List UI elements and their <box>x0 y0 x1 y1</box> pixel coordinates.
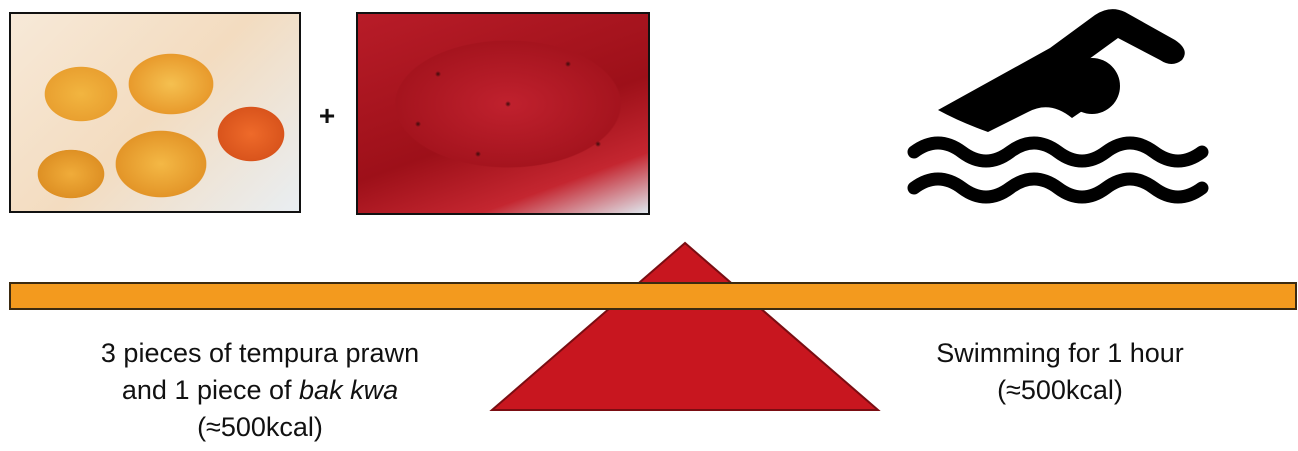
seesaw-beam <box>9 282 1297 310</box>
swimmer-icon <box>900 0 1210 215</box>
exercise-caption: Swimming for 1 hour (≈500kcal) <box>880 335 1240 409</box>
food-caption-line1: 3 pieces of tempura prawn <box>40 335 480 372</box>
food-caption-line2: and 1 piece of bak kwa <box>40 372 480 409</box>
tempura-prawn-image <box>9 12 301 213</box>
food-caption-line2-text: and 1 piece of <box>122 375 299 405</box>
exercise-caption-kcal: (≈500kcal) <box>880 372 1240 409</box>
plus-sign: + <box>315 100 339 132</box>
bak-kwa-image <box>356 12 650 215</box>
bak-kwa-term: bak kwa <box>299 375 398 405</box>
food-caption-kcal: (≈500kcal) <box>40 409 480 446</box>
food-caption: 3 pieces of tempura prawn and 1 piece of… <box>40 335 480 446</box>
seesaw-fulcrum <box>480 238 890 413</box>
exercise-caption-line1: Swimming for 1 hour <box>880 335 1240 372</box>
